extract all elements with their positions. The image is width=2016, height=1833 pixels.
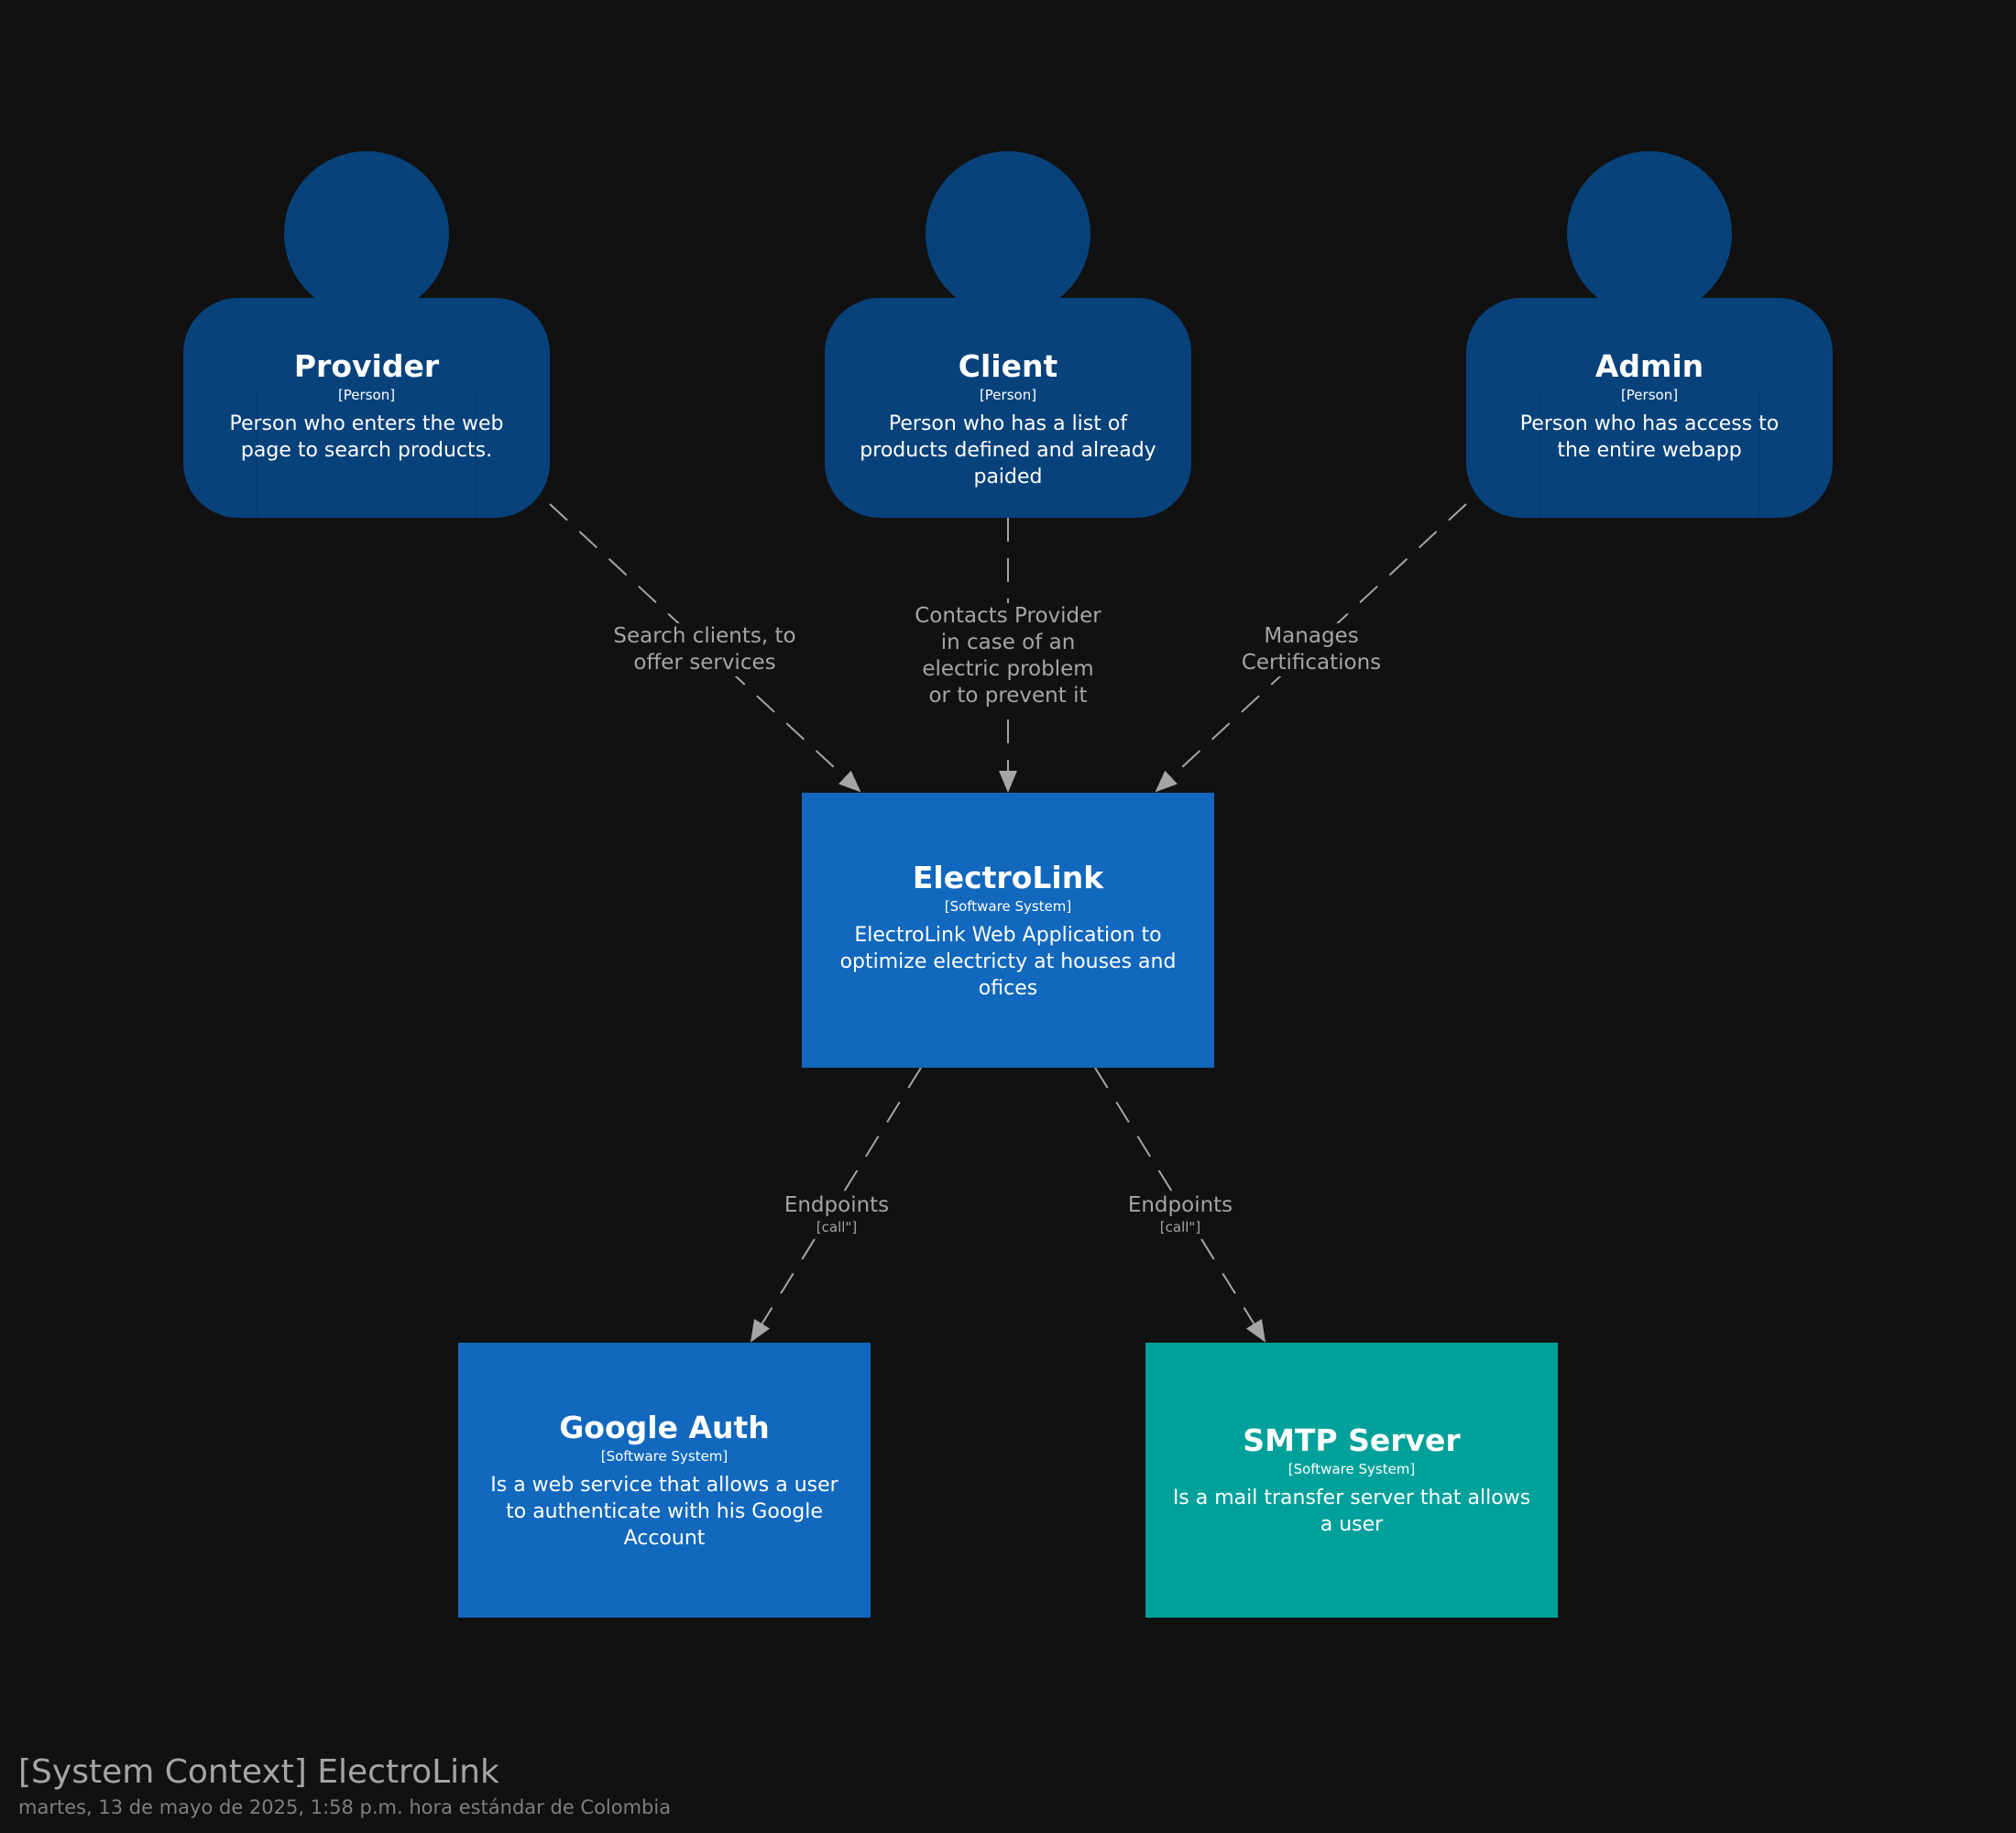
- person-admin-title: Admin: [1594, 348, 1704, 384]
- system-electrolink[interactable]: ElectroLink [Software System] ElectroLin…: [802, 793, 1214, 1068]
- relationship-label-client: Contacts Provider in case of an electric…: [908, 603, 1108, 709]
- person-admin-body[interactable]: Admin [Person] Person who has access to …: [1466, 298, 1833, 518]
- relationship-line-smtp: [1094, 1067, 1266, 1343]
- relationship-label-text: Endpoints: [783, 1193, 890, 1217]
- person-client-title: Client: [958, 348, 1058, 384]
- diagram-timestamp: martes, 13 de mayo de 2025, 1:58 p.m. ho…: [18, 1796, 672, 1818]
- person-provider-body[interactable]: Provider [Person] Person who enters the …: [183, 298, 550, 518]
- person-provider-head: [284, 151, 449, 316]
- person-provider-title: Provider: [293, 348, 440, 384]
- person-arm-line: [476, 390, 477, 518]
- relationship-line-google-auth: [750, 1067, 922, 1343]
- person-admin-head: [1567, 151, 1732, 316]
- person-admin-description: Person who has access to the entire weba…: [1519, 412, 1780, 462]
- diagram-title: [System Context] ElectroLink: [18, 1753, 499, 1791]
- person-admin-type: [Person]: [1620, 387, 1679, 403]
- relationship-label-text: Manages Certifications: [1241, 624, 1382, 675]
- system-smtp-description: Is a mail transfer server that allows a …: [1172, 1487, 1531, 1536]
- system-electrolink-type: [Software System]: [944, 897, 1072, 915]
- person-arm-line: [1539, 390, 1540, 518]
- person-client-head: [926, 151, 1090, 316]
- relationship-technology: [call"]: [816, 1219, 858, 1235]
- system-electrolink-title: ElectroLink: [912, 859, 1104, 895]
- system-smtp-type: [Software System]: [1287, 1461, 1416, 1477]
- person-arm-line: [898, 390, 899, 518]
- relationship-label-smtp: Endpoints [call"]: [1123, 1192, 1237, 1236]
- person-client-description: Person who has a list of products define…: [860, 412, 1156, 488]
- person-client-body[interactable]: Client [Person] Person who has a list of…: [825, 298, 1191, 518]
- relationship-label-text: Contacts Provider in case of an electric…: [915, 604, 1101, 708]
- relationship-label-google-auth: Endpoints [call"]: [780, 1192, 893, 1236]
- system-smtp-server[interactable]: SMTP Server [Software System] Is a mail …: [1145, 1343, 1558, 1618]
- person-arm-line: [1117, 390, 1118, 518]
- person-provider-type: [Person]: [337, 387, 396, 403]
- system-electrolink-description: ElectroLink Web Application to optimize …: [839, 923, 1177, 1000]
- person-client-type: [Person]: [979, 387, 1037, 403]
- relationship-label-admin: Manages Certifications: [1230, 623, 1393, 676]
- relationship-technology: [call"]: [1159, 1219, 1201, 1235]
- system-google-auth[interactable]: Google Auth [Software System] Is a web s…: [458, 1343, 871, 1618]
- relationship-label-text: Search clients, to offer services: [613, 624, 796, 675]
- person-provider-description: Person who enters the web page to search…: [229, 412, 504, 462]
- system-smtp-title: SMTP Server: [1243, 1422, 1461, 1458]
- relationship-label-text: Endpoints: [1127, 1193, 1233, 1217]
- relationship-label-provider: Search clients, to offer services: [596, 623, 814, 676]
- system-google-auth-description: Is a web service that allows a user to a…: [490, 1473, 838, 1550]
- system-google-auth-title: Google Auth: [559, 1409, 770, 1445]
- system-google-auth-type: [Software System]: [600, 1447, 729, 1465]
